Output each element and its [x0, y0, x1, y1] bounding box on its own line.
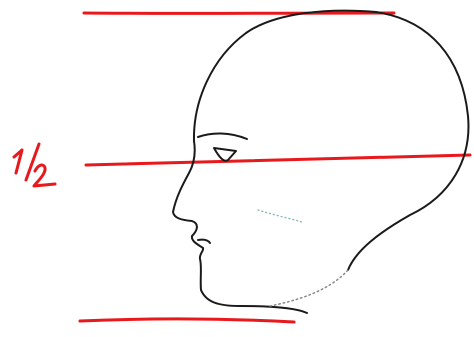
eyebrow — [198, 133, 247, 139]
half-ratio-label — [14, 144, 55, 186]
guide-line-bottom — [80, 319, 294, 322]
mouth-line — [198, 240, 210, 243]
cheek-mark — [258, 210, 302, 222]
face-outline — [173, 141, 307, 313]
jaw-line — [270, 270, 348, 306]
guide-line-half — [86, 155, 470, 165]
skull-outline — [194, 11, 469, 270]
eye — [214, 148, 236, 161]
